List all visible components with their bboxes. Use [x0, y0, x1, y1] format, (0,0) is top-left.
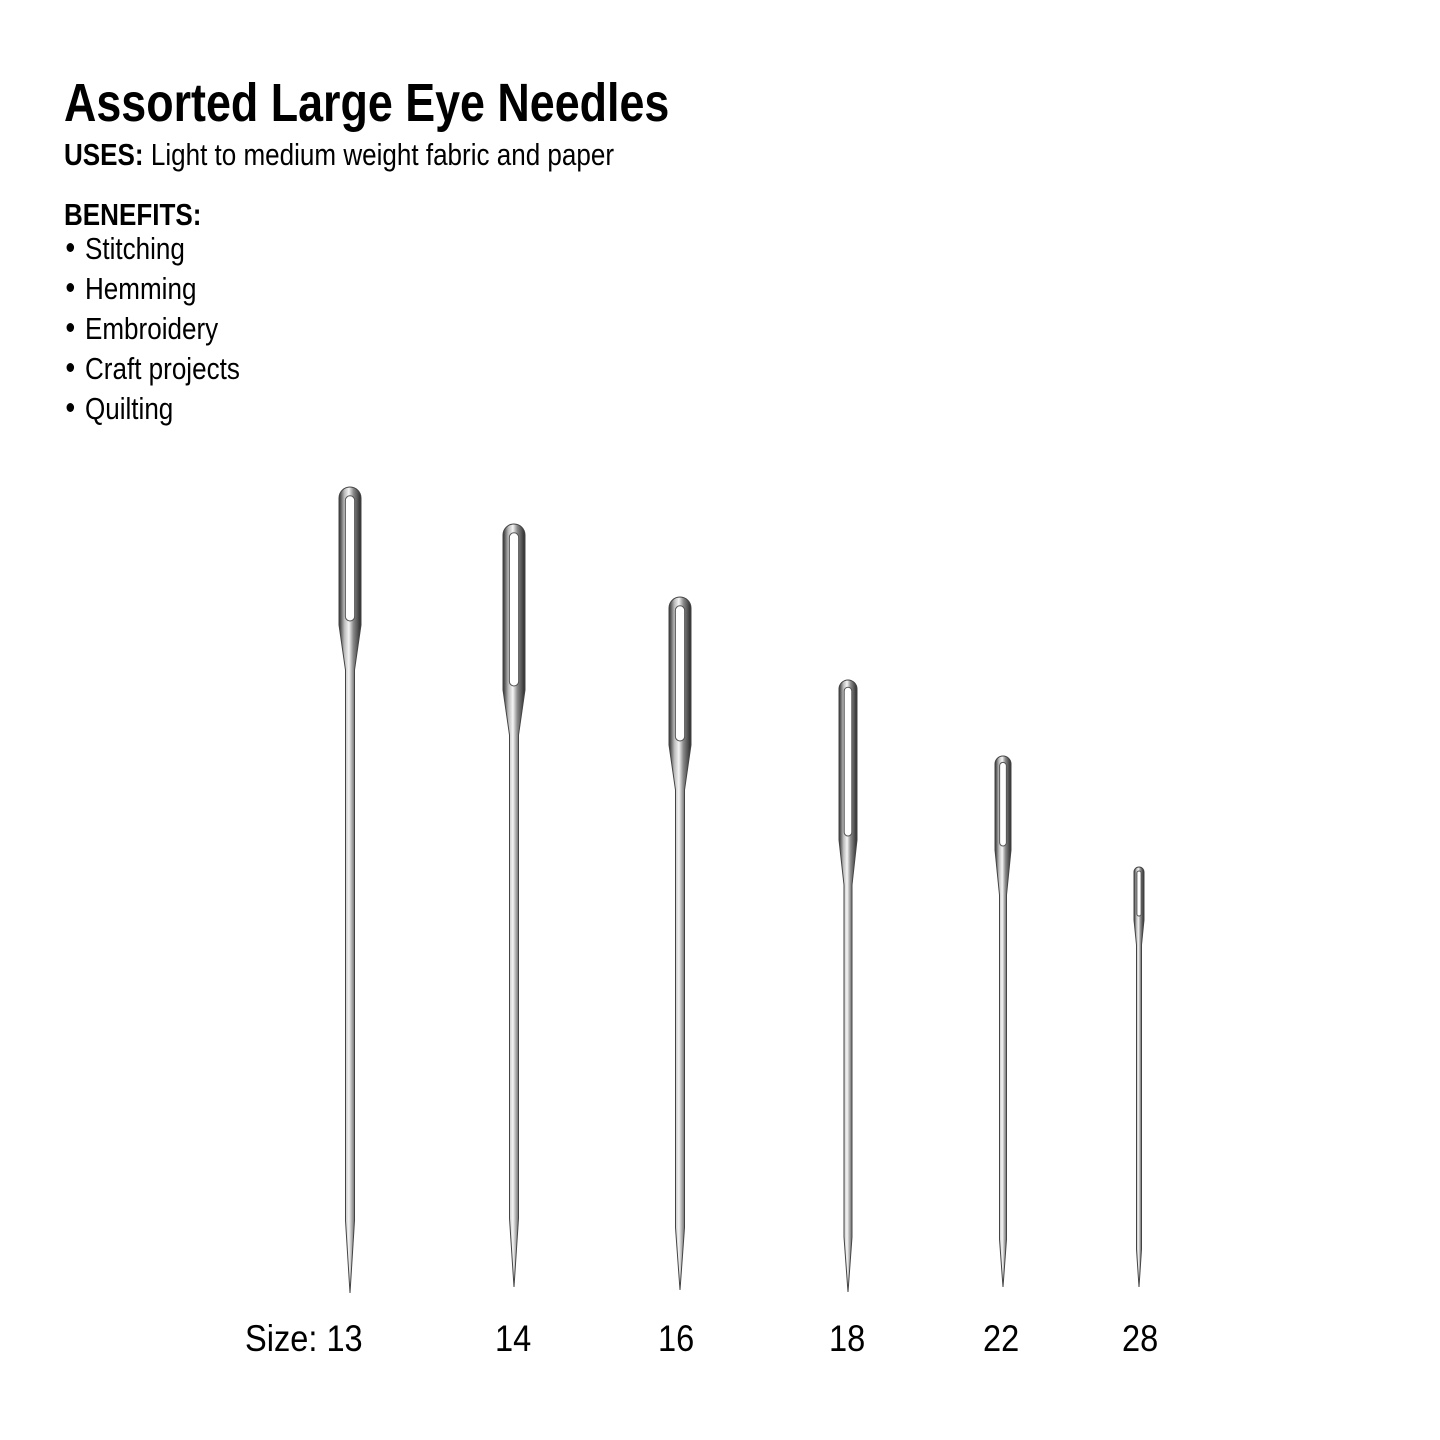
needle-eye — [843, 686, 853, 837]
needle-eye — [674, 605, 686, 742]
benefit-item: Quilting — [64, 391, 240, 431]
benefit-item: Craft projects — [64, 351, 240, 391]
needle-body — [668, 596, 692, 1291]
needle-eye — [508, 532, 520, 687]
benefits-list: Stitching Hemming Embroidery Craft proje… — [64, 231, 273, 431]
benefit-item: Embroidery — [64, 311, 240, 351]
needle-body — [838, 679, 858, 1293]
benefit-text: Hemming — [85, 271, 197, 306]
needle-size-13 — [338, 486, 362, 1294]
benefits-heading: BENEFITS: — [64, 197, 202, 232]
uses-line: USES: Light to medium weight fabric and … — [64, 137, 614, 173]
needle-eye — [344, 495, 356, 622]
size-value: 13 — [326, 1318, 363, 1359]
benefit-text: Quilting — [85, 391, 174, 426]
uses-label: USES: — [64, 137, 144, 172]
needle-body — [338, 486, 362, 1294]
benefit-item: Hemming — [64, 271, 240, 311]
size-label-18: 18 — [829, 1318, 866, 1359]
needle-size-16 — [668, 596, 692, 1291]
bullet-icon — [66, 283, 75, 293]
uses-text: Light to medium weight fabric and paper — [150, 137, 615, 172]
needle-eye — [1136, 870, 1142, 917]
benefit-item: Stitching — [64, 231, 240, 271]
size-label-13: Size: 13 — [245, 1318, 363, 1360]
bullet-icon — [66, 363, 75, 373]
needle-body — [502, 523, 526, 1288]
bullet-icon — [66, 243, 75, 253]
needle-size-14 — [502, 523, 526, 1288]
needle-body — [994, 755, 1012, 1288]
benefit-text: Craft projects — [85, 351, 240, 386]
bullet-icon — [66, 323, 75, 333]
needle-eye — [999, 761, 1007, 847]
size-label-16: 16 — [658, 1318, 695, 1359]
size-label-22: 22 — [983, 1318, 1020, 1359]
needle-size-22 — [994, 755, 1012, 1288]
size-label-14: 14 — [495, 1318, 532, 1359]
benefit-text: Embroidery — [85, 311, 219, 346]
size-prefix: Size: — [245, 1318, 318, 1359]
bullet-icon — [66, 403, 75, 413]
needle-size-18 — [838, 679, 858, 1293]
needle-body — [1133, 866, 1145, 1288]
needle-size-28 — [1133, 866, 1145, 1288]
size-label-28: 28 — [1122, 1318, 1159, 1359]
benefit-text: Stitching — [85, 231, 185, 266]
page-title: Assorted Large Eye Needles — [64, 73, 670, 133]
